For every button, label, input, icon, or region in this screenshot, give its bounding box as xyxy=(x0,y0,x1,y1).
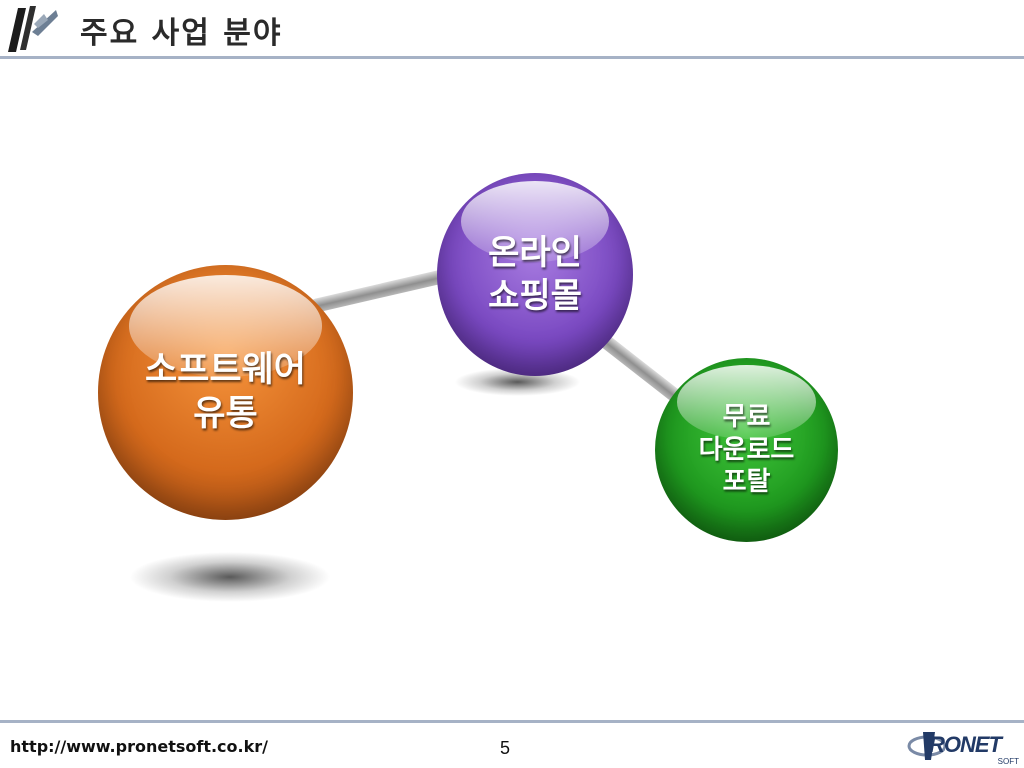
connector-orange-purple xyxy=(308,268,448,314)
bubble-highlight xyxy=(460,181,610,263)
bubble-highlight xyxy=(676,365,817,439)
brand-sub: SOFT xyxy=(997,757,1019,766)
website-url[interactable]: http://www.pronetsoft.co.kr/ xyxy=(10,737,268,756)
header-divider xyxy=(0,56,1024,59)
free-download-portal-bubble: 무료 다운로드 포탈 xyxy=(655,358,838,542)
slide-header: 주요 사업 분야 xyxy=(0,0,1024,60)
pronet-logo: RONET SOFT xyxy=(905,726,1023,766)
free-download-portal-label: 무료 다운로드 포탈 xyxy=(698,402,795,498)
page-number: 5 xyxy=(500,738,511,758)
logo-icon xyxy=(8,6,58,52)
orange-bubble-shadow xyxy=(130,552,330,602)
online-shopping-label: 온라인 쇼핑몰 xyxy=(488,233,582,316)
footer-divider xyxy=(0,720,1024,723)
pronet-swoosh-icon xyxy=(907,732,945,760)
page-title: 주요 사업 분야 xyxy=(80,16,283,51)
software-distribution-label: 소프트웨어 유통 xyxy=(144,349,306,434)
bubble-highlight xyxy=(128,275,323,378)
software-distribution-bubble: 소프트웨어 유통 xyxy=(98,265,353,520)
online-shopping-bubble: 온라인 쇼핑몰 xyxy=(437,173,633,376)
brand-name: RONET xyxy=(929,732,1002,757)
